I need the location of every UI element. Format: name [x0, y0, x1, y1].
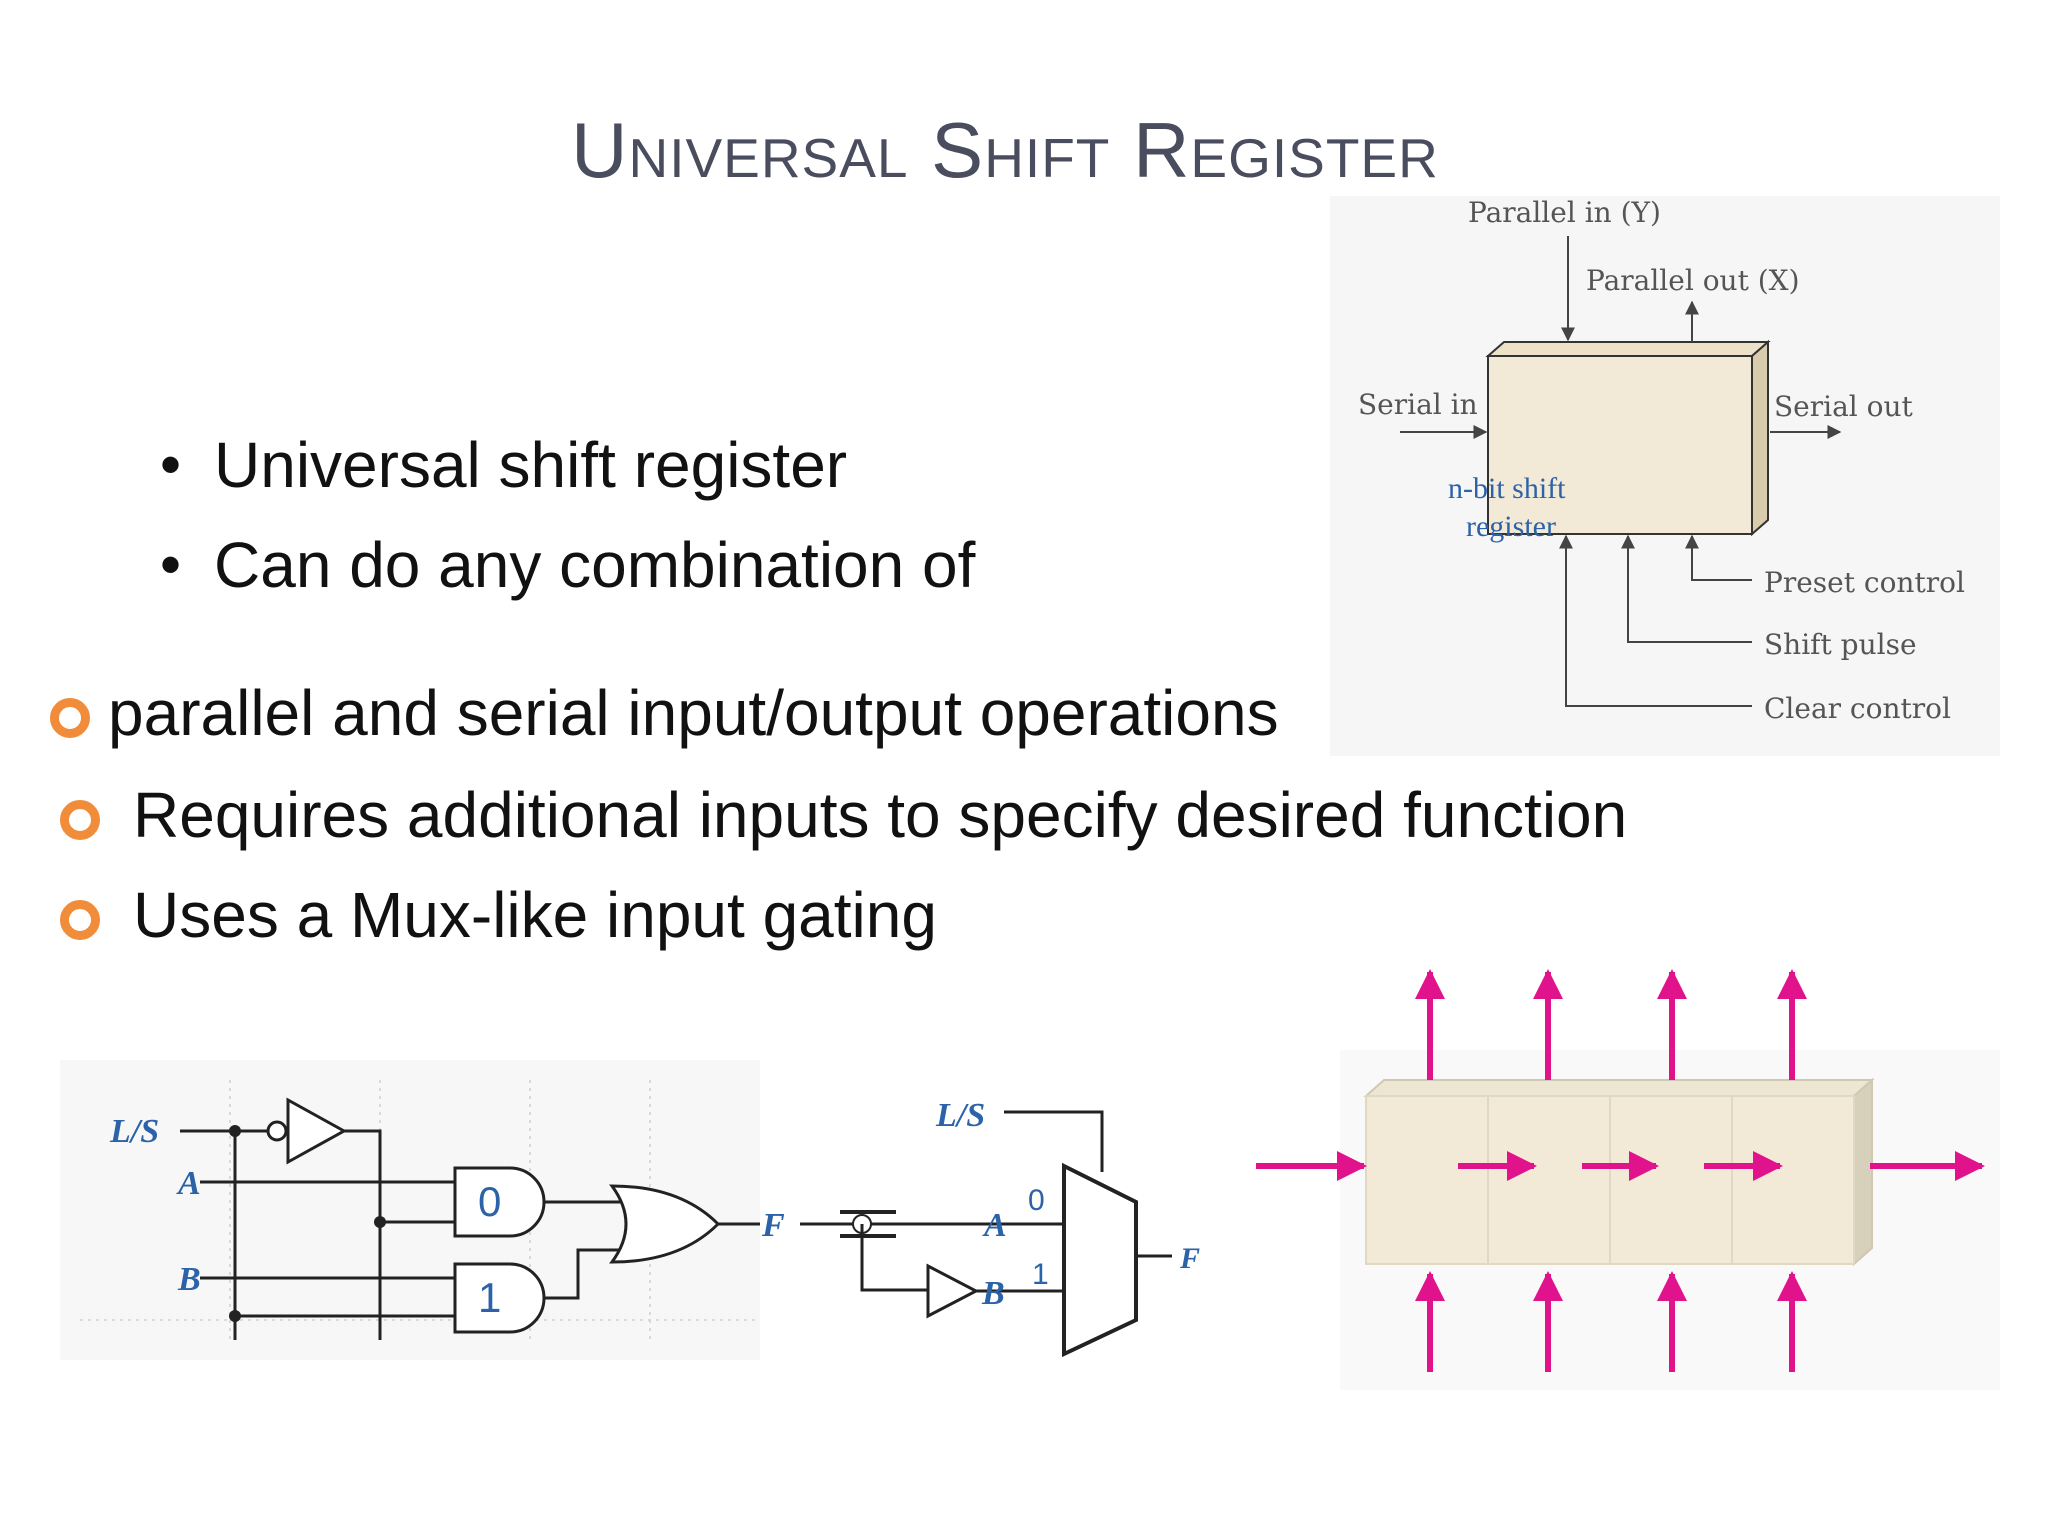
mux-in1-label: 1 — [1032, 1258, 1049, 1291]
and1-label: 1 — [478, 1274, 501, 1321]
page-title: Universal Shift Register — [571, 106, 1439, 194]
bullet-text: parallel and serial input/output operati… — [108, 677, 1279, 749]
block-label-line1: n-bit shift — [1448, 472, 1566, 505]
register-cell — [1609, 1095, 1733, 1265]
ls-label: L/S — [109, 1113, 159, 1150]
gate-circuit: 0 1 L/S A B F — [60, 1060, 785, 1360]
junction-dot — [229, 1310, 241, 1322]
gate-f-label: F — [761, 1207, 785, 1244]
or-gate — [609, 1184, 721, 1264]
junction-dot — [374, 1216, 386, 1228]
mux-select-wire — [1004, 1110, 1104, 1172]
mux-in0-label: 0 — [1028, 1184, 1045, 1217]
inverter-out-wire — [344, 1129, 382, 1340]
mux-branch-wire — [860, 1224, 928, 1292]
shift-pulse-line — [1621, 534, 1752, 643]
preset-control-label: Preset control — [1764, 566, 1965, 599]
register-box-side — [1751, 339, 1769, 537]
mux-b-label: B — [981, 1275, 1005, 1312]
serial-in-label: Serial in — [1358, 388, 1478, 421]
parallel-in-label: Parallel in (Y) — [1468, 196, 1661, 229]
clear-control-label: Clear control — [1764, 692, 1951, 725]
bullet-text: Requires additional inputs to specify de… — [133, 779, 1628, 851]
mux-body — [1062, 1162, 1138, 1358]
b-label: B — [177, 1261, 201, 1298]
shift-pulse-label: Shift pulse — [1764, 628, 1917, 661]
and1-out-wire — [544, 1248, 620, 1300]
ring-bullet-icon — [60, 900, 100, 940]
mux-a-label: A — [982, 1207, 1007, 1244]
inverter-bubble — [266, 1120, 288, 1142]
bullet-text: Universal shift register — [214, 429, 848, 501]
clear-control-line — [1559, 534, 1752, 707]
mux-ls-label: L/S — [935, 1097, 985, 1134]
register-box-top — [1485, 341, 1771, 357]
buffer-gate — [286, 1097, 348, 1165]
and-gate-1 — [453, 1262, 546, 1334]
register-cell — [1731, 1095, 1855, 1265]
register-cell — [1365, 1095, 1489, 1265]
mux-circuit: L/S A B 0 1 F — [800, 1097, 1200, 1358]
ring-bullet-icon — [60, 800, 100, 840]
cells-side — [1853, 1077, 1873, 1267]
and0-label: 0 — [478, 1178, 501, 1225]
shift-register-cells — [1256, 969, 2000, 1390]
mux-inverter-gate — [926, 1263, 980, 1319]
bullet-dot: • — [160, 431, 182, 498]
bullet-dot: • — [160, 531, 182, 598]
bullet-text: Can do any combination of — [214, 529, 976, 601]
and-gate-0 — [453, 1166, 546, 1238]
serial-out-label: Serial out — [1774, 390, 1914, 423]
bullet-text: Uses a Mux-like input gating — [133, 879, 937, 951]
parallel-out-label: Parallel out (X) — [1586, 264, 1800, 297]
a-label: A — [176, 1165, 201, 1202]
mux-f-label: F — [1179, 1242, 1200, 1275]
block-label-line2: register — [1466, 510, 1556, 543]
register-block-diagram: Parallel in (Y) Parallel out (X) Serial … — [1330, 196, 2000, 756]
register-cell — [1487, 1095, 1611, 1265]
ring-bullet-icon — [50, 698, 90, 738]
cells-top — [1363, 1079, 1875, 1097]
preset-control-line — [1685, 534, 1752, 581]
register-box-front — [1487, 355, 1753, 535]
